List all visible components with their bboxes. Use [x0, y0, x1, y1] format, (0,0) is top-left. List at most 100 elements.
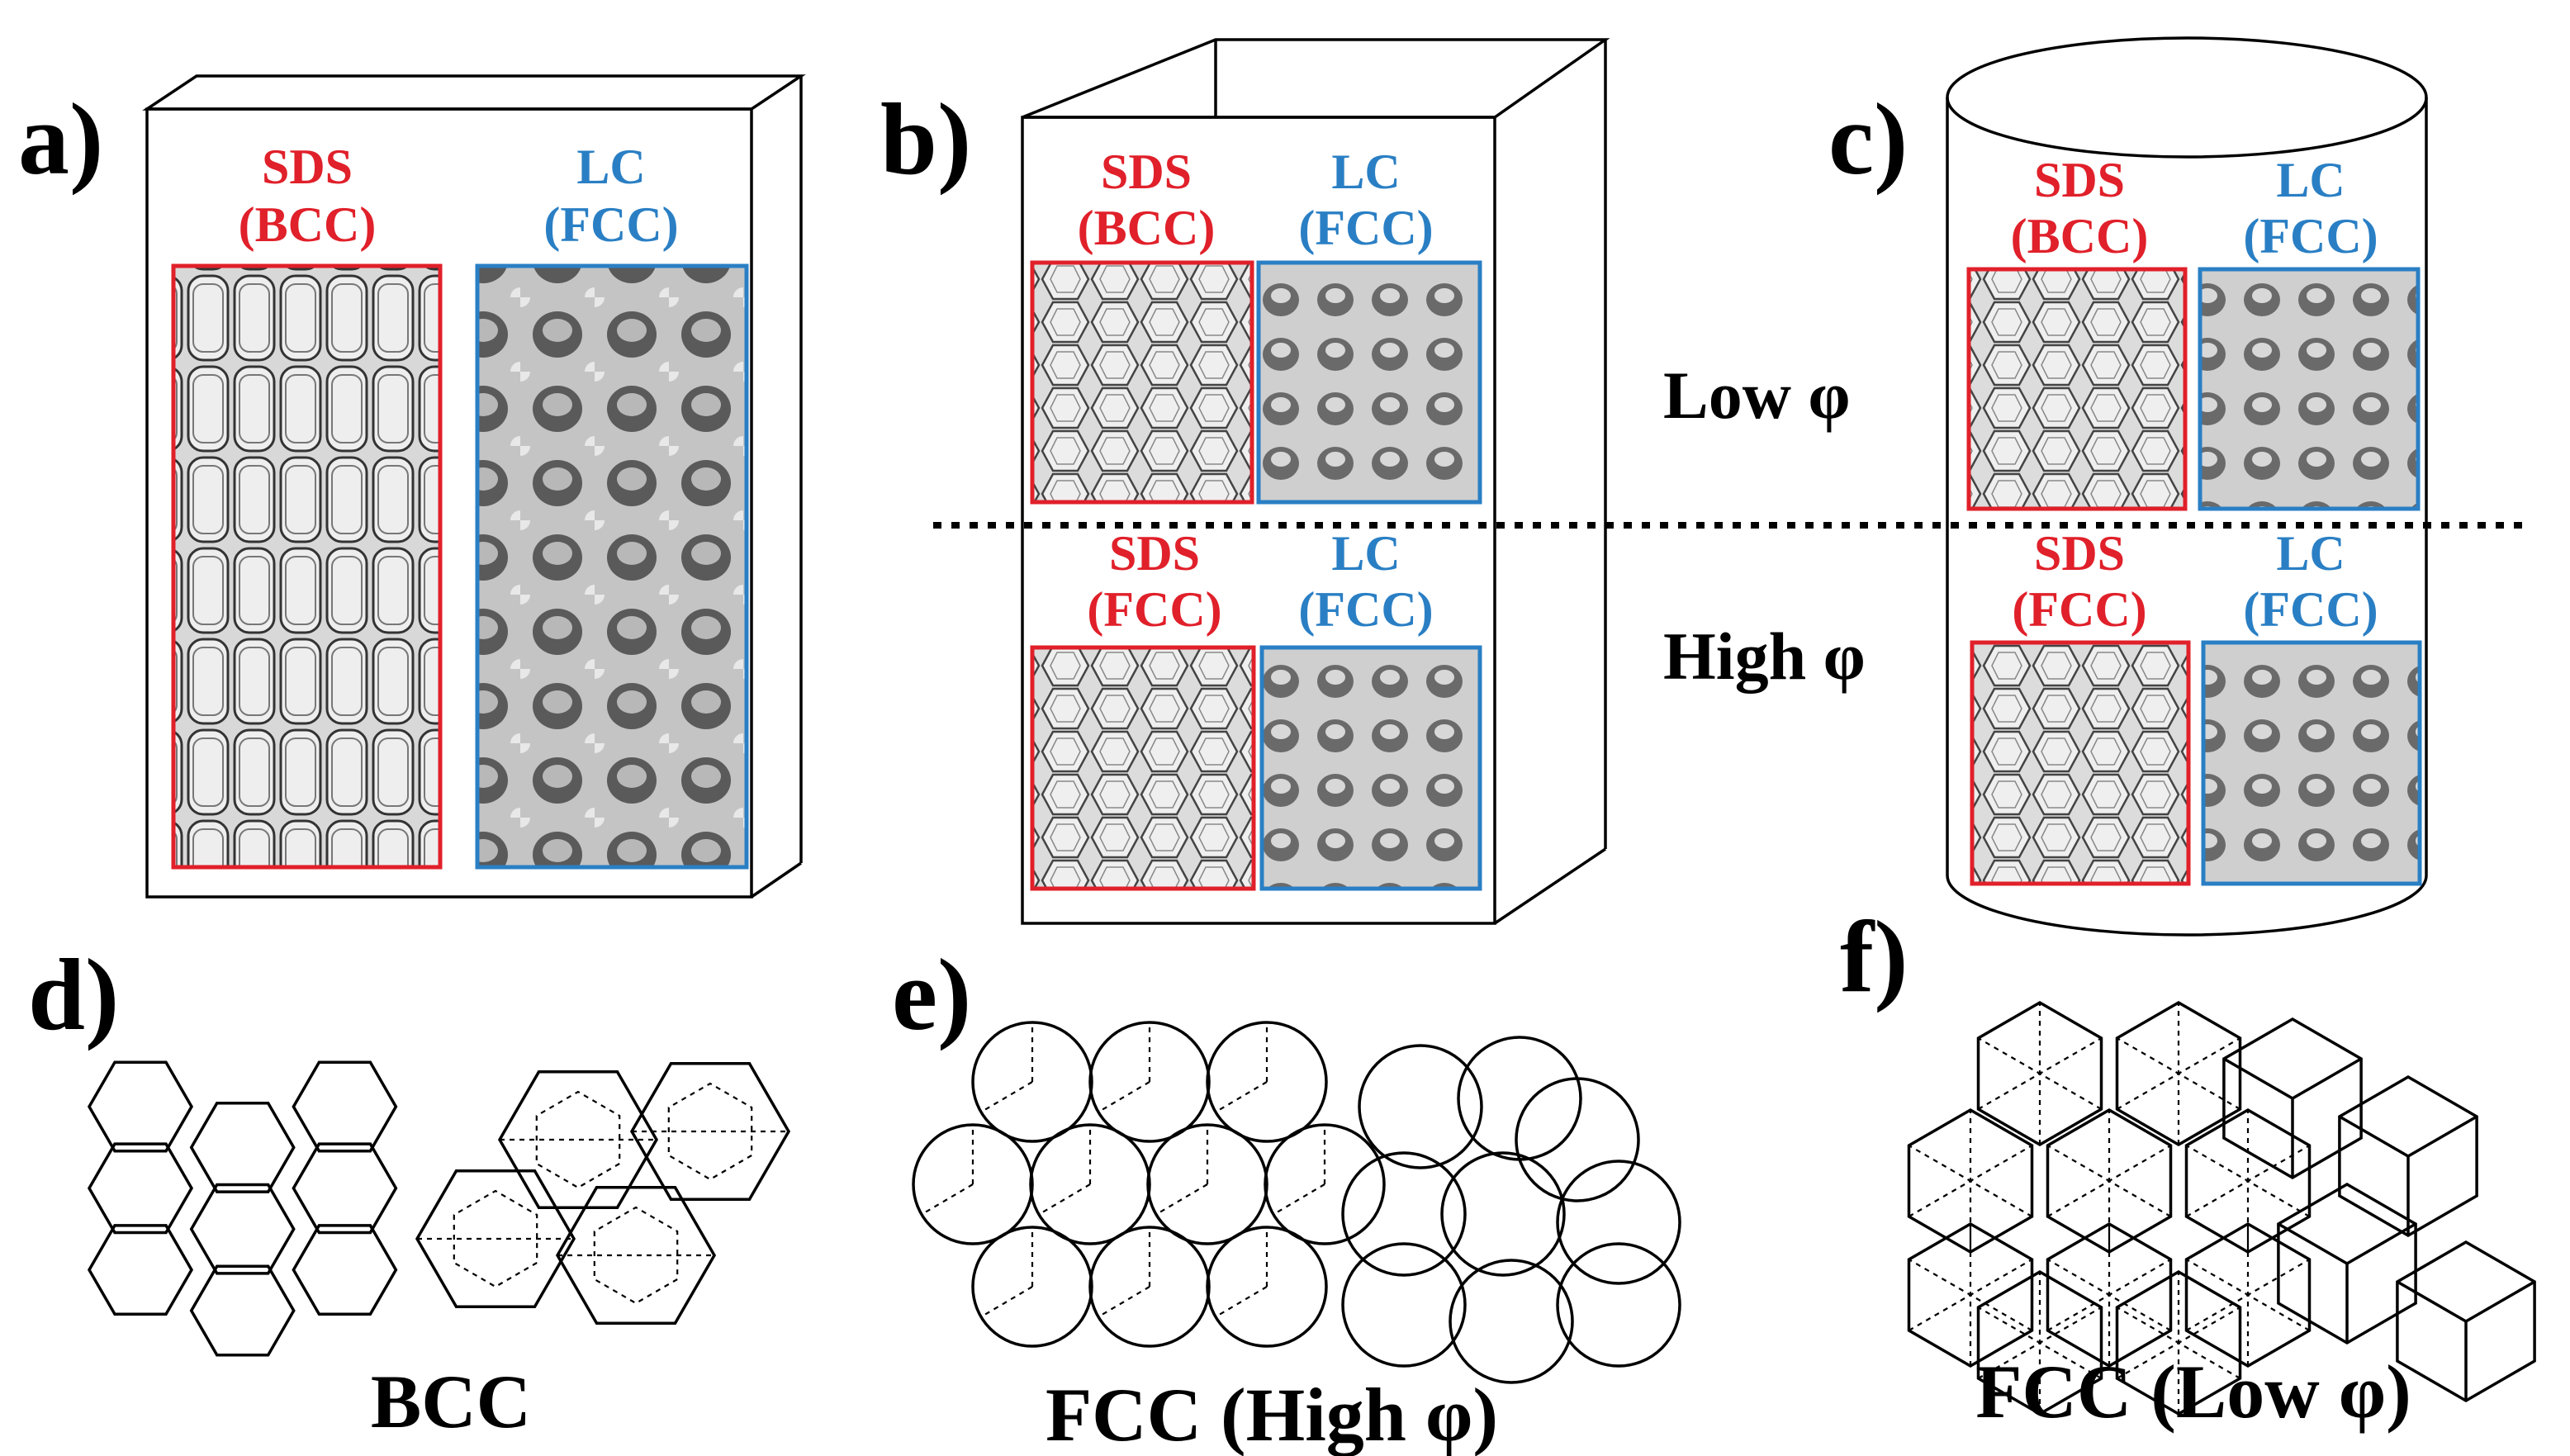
label-sds-c-top: SDS [2034, 153, 2125, 207]
triangulation-line [981, 1286, 1033, 1317]
triangulation-line [922, 1183, 974, 1215]
sphere-projection [971, 1226, 1093, 1348]
hidden-edge [667, 1082, 753, 1181]
fcc-high-phi-sphere-stack [1341, 1036, 1681, 1384]
rhombus-edge [2397, 1280, 2467, 1323]
sphere-projection [1088, 1021, 1211, 1143]
rhombus-edge [2346, 1222, 2416, 1265]
label-sds-b-bottom: SDS [1109, 526, 1200, 581]
triangle-subdivision [2185, 1259, 2311, 1331]
triangulation-line [1273, 1183, 1325, 1215]
triangulation-line [1098, 1081, 1150, 1112]
sphere-projection [1146, 1123, 1268, 1245]
rhombus-edge [2465, 1280, 2535, 1323]
panel-tag-f: f) [1840, 900, 1909, 1013]
box-outline-a [142, 74, 806, 899]
fcc-high-phi-circle-layer [912, 1021, 1386, 1348]
sphere [1341, 1151, 1467, 1277]
micrograph-sds-bcc-a [171, 263, 443, 870]
rhombus-edge [2278, 1222, 2348, 1265]
label-low-phi: Low φ [1663, 358, 1851, 433]
triangle-subdivision [2116, 1307, 2241, 1379]
label-lc-phase-c-bottom: (FCC) [2243, 582, 2378, 637]
sphere-projection [971, 1021, 1093, 1143]
triangulation-line [1039, 1183, 1091, 1215]
micrograph-lc-fcc-b-bottom [1259, 645, 1482, 891]
triangulation-line [1216, 1286, 1268, 1317]
triangle-subdivision [1977, 1307, 2103, 1379]
hexagon-cell [292, 1142, 398, 1235]
rhombus-edge [2223, 1057, 2293, 1100]
sphere [1440, 1151, 1566, 1277]
label-sds-b-top: SDS [1101, 145, 1192, 199]
hidden-edge [453, 1189, 538, 1288]
panel-f: f) FCC (Low φ) [1840, 900, 2536, 1434]
micrograph-sds-bcc-b [1030, 260, 1254, 505]
triangulation-line [1098, 1286, 1150, 1317]
hexagon-cell [292, 1224, 398, 1316]
micrograph-lc-fcc-a [475, 263, 749, 870]
panel-a: a) SDS (BCC) LC (FCC) [18, 74, 806, 899]
label-sds-phase-b-bottom: (FCC) [1087, 582, 1221, 637]
bcc-hexagon-grid [87, 1060, 398, 1357]
fcc-rhombic-dodecahedra [2222, 1017, 2536, 1403]
label-lc-c-bottom: LC [2276, 526, 2345, 581]
rhombus-edge [2292, 1057, 2362, 1100]
sphere [1358, 1044, 1483, 1169]
label-high-phi: High φ [1663, 619, 1866, 694]
hexagon-cell [189, 1264, 296, 1357]
triangulation-line [1216, 1081, 1268, 1112]
triangulation-line [981, 1081, 1033, 1112]
micrograph-sds-fcc-c [1970, 640, 2191, 886]
label-lc-phase-c-top: (FCC) [2243, 209, 2378, 263]
panel-tag-a: a) [18, 83, 103, 196]
triangle-subdivision [2046, 1259, 2172, 1331]
label-sds-phase-a: (BCC) [239, 197, 377, 252]
label-sds-phase-c-bottom: (FCC) [2012, 582, 2146, 637]
rhombus-edge [2339, 1115, 2409, 1158]
panel-tag-d: d) [28, 938, 119, 1051]
label-sds-c-bottom: SDS [2034, 526, 2125, 581]
hexagon-cell [292, 1060, 398, 1153]
micrograph-sds-fcc-b [1030, 645, 1256, 891]
triangle-subdivision [2185, 1145, 2311, 1217]
triangle-subdivision [2116, 1037, 2241, 1110]
micrograph-lc-fcc-c-top [2198, 267, 2421, 511]
micrograph-lc-fcc-b-top [1256, 260, 1482, 505]
sphere-projection [1206, 1021, 1328, 1143]
sphere [1341, 1242, 1467, 1368]
bcc-truncated-octahedra [415, 1061, 791, 1326]
caption-bcc: BCC [371, 1359, 531, 1444]
label-lc-phase-a: (FCC) [543, 197, 678, 252]
micrograph-sds-bcc-c [1966, 267, 2188, 511]
label-sds-phase-b-top: (BCC) [1078, 201, 1216, 255]
sphere [1515, 1077, 1640, 1202]
box-outline-b [1021, 38, 1610, 925]
triangulation-line [1156, 1183, 1208, 1215]
label-lc-phase-b-top: (FCC) [1298, 201, 1433, 255]
label-lc-b-top: LC [1331, 145, 1400, 199]
label-lc-phase-b-bottom: (FCC) [1298, 582, 1433, 637]
panel-d: d) BCC [28, 938, 791, 1444]
caption-fcc-low-phi: FCC (Low φ) [1975, 1349, 2411, 1434]
panel-e: e) FCC (High φ) [892, 938, 1681, 1456]
cylinder-outline-c [1946, 36, 2428, 937]
panel-tag-c: c) [1828, 83, 1908, 196]
label-sds-phase-c-top: (BCC) [2011, 209, 2149, 263]
label-lc-a: LC [576, 140, 645, 194]
hexagon-cell [87, 1224, 194, 1316]
sphere [1556, 1242, 1681, 1368]
panel-b: b) SDS (BCC) LC (FCC) SDS (FCC) LC (FCC) [880, 38, 1610, 925]
panel-c: c) SDS (BCC) LC (FCC) SDS (FCC) LC (FCC) [1828, 36, 2428, 937]
panel-tag-e: e) [892, 938, 971, 1051]
sphere-projection [1088, 1226, 1211, 1348]
rhombus-edge [2407, 1115, 2478, 1158]
label-lc-b-bottom: LC [1331, 526, 1400, 581]
triangle-subdivision [1908, 1259, 2033, 1331]
fcc-low-phi-hexagon-grid [1907, 1000, 2312, 1416]
sphere-projection [1264, 1123, 1386, 1245]
sphere-projection [912, 1123, 1034, 1245]
hexagon-cell [189, 1183, 296, 1275]
hexagon-cell [87, 1142, 194, 1235]
